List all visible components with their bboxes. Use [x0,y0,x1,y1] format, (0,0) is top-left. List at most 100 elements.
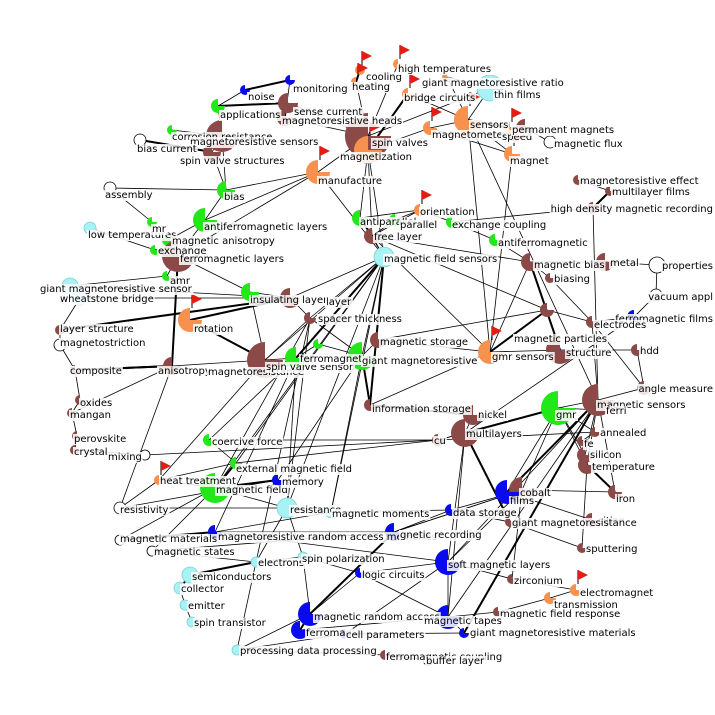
label-background [151,224,168,235]
node-gmr-materials[interactable] [459,628,469,638]
edge-gmr_sensors-magnetic_bias [489,261,531,353]
label-background [585,544,639,555]
label-background [605,406,628,417]
edge-anisotropy-resistivity [119,365,173,509]
node-applications[interactable] [211,99,225,113]
label-processing: processing data processing [240,646,377,657]
label-bias: bias [224,192,244,203]
label-background [637,384,714,395]
label-background [119,505,170,516]
label-electromagnet: electromagnet [580,588,653,599]
flag-icon [578,570,588,580]
label-background [193,618,268,629]
edge-angle_measure-magnetic_sensors [597,387,645,401]
label-magnetostriction: magnetostriction [60,338,145,349]
edge-gmr_full-memory [277,355,363,481]
label-antiparallel: antiparallel [360,217,416,228]
node-shape [577,543,587,553]
label-mr-heads: magnetoresistive heads [282,116,402,127]
edge-temperature-sputtering [581,464,588,549]
label-background [501,132,534,143]
label-perovskite: perovskite [74,434,126,445]
node-biasing[interactable] [545,273,555,283]
label-layer-structure: layer structure [60,324,134,335]
edge-mf_sensors-layer [289,256,385,299]
label-orientation: orientation [420,207,475,218]
edge-gmr_full-magnetic_moments [330,355,363,513]
label-background [211,437,284,448]
label-nickel: nickel [478,410,507,421]
label-magnetic-materials: magnetic materials [120,534,217,545]
label-background [189,137,320,148]
label-background [491,352,555,363]
label-background [87,230,178,241]
label-transmission: transmission [554,600,618,611]
label-heat-treatment: heat treatment [160,476,236,487]
label-rotation: rotation [194,324,233,335]
label-background [423,616,503,627]
node-ferromagnetic[interactable] [313,339,323,349]
label-background [292,84,349,95]
label-insulating-layer: insulating layer [250,295,328,306]
edge-antiferromagnetic_layers-manufacture [204,171,319,221]
label-background [104,190,154,201]
label-background [305,628,353,639]
label-iron: iron [616,494,635,505]
label-background [180,584,226,595]
label-bridge-circuits: bridge circuits [404,93,475,104]
label-background [219,110,282,121]
label-background [187,601,227,612]
label-manufacture: manufacture [318,176,382,187]
label-spacer-thickness: spacer thickness [318,314,402,325]
label-magnetic-bias: magnetic bias [534,260,605,271]
label-noise: noise [248,92,275,103]
label-background [589,450,623,461]
label-magnetometers: magnetometers [432,130,512,141]
flag-icon [161,461,171,471]
label-background [499,609,622,620]
edge-spacer_thickness-magnetic_field [214,317,311,489]
label-background [371,138,429,149]
label-background [325,297,353,308]
node-ferromag[interactable] [291,621,309,639]
node-monitoring[interactable] [285,75,295,85]
edge-multilayers-gmr_large [464,432,511,523]
label-mr: mr [152,224,167,235]
label-background [447,560,552,571]
label-background [157,246,208,257]
label-mf-response: magnetic field response [500,609,620,620]
node-spacer-thickness[interactable] [304,312,316,324]
edge-cu-ext_mag_field [235,439,439,464]
label-background [59,324,135,335]
label-soft-magnetic-layers: soft magnetic layers [448,560,550,571]
node-mag-particles[interactable] [540,303,554,317]
label-background [647,292,714,303]
label-background [339,152,413,163]
label-background [565,348,613,359]
label-electrons: electrons [258,558,304,569]
label-background [615,494,637,505]
label-background [555,410,579,421]
node-annealed[interactable] [590,427,600,437]
label-magnetic-sensors: magnetic sensors [597,400,685,411]
label-bias-current: bias current [137,144,197,155]
edge-magnetoresistance-heat_treatment [158,359,266,481]
label-wheatstone-bridge: wheatstone bridge [60,294,154,305]
label-heating: heating [352,82,390,93]
label-background [579,588,655,599]
label-ext-mag-field: external magnetic field [236,464,352,475]
label-background [193,324,235,335]
node-shape [304,312,316,324]
label-resistivity: resistivity [120,505,169,516]
label-background [361,356,479,367]
label-gmr-materials: giant magnetoresistive materials [470,628,636,639]
label-background [609,258,640,269]
label-background [249,295,330,306]
label-afm: antiferromagnetic [498,238,588,249]
label-sputtering: sputtering [586,544,637,555]
label-background [207,367,306,378]
label-films: films [510,496,534,507]
node-sputtering[interactable] [577,543,587,553]
label-background [257,558,306,569]
edge-data_storage-magnetic_recording [393,509,452,533]
